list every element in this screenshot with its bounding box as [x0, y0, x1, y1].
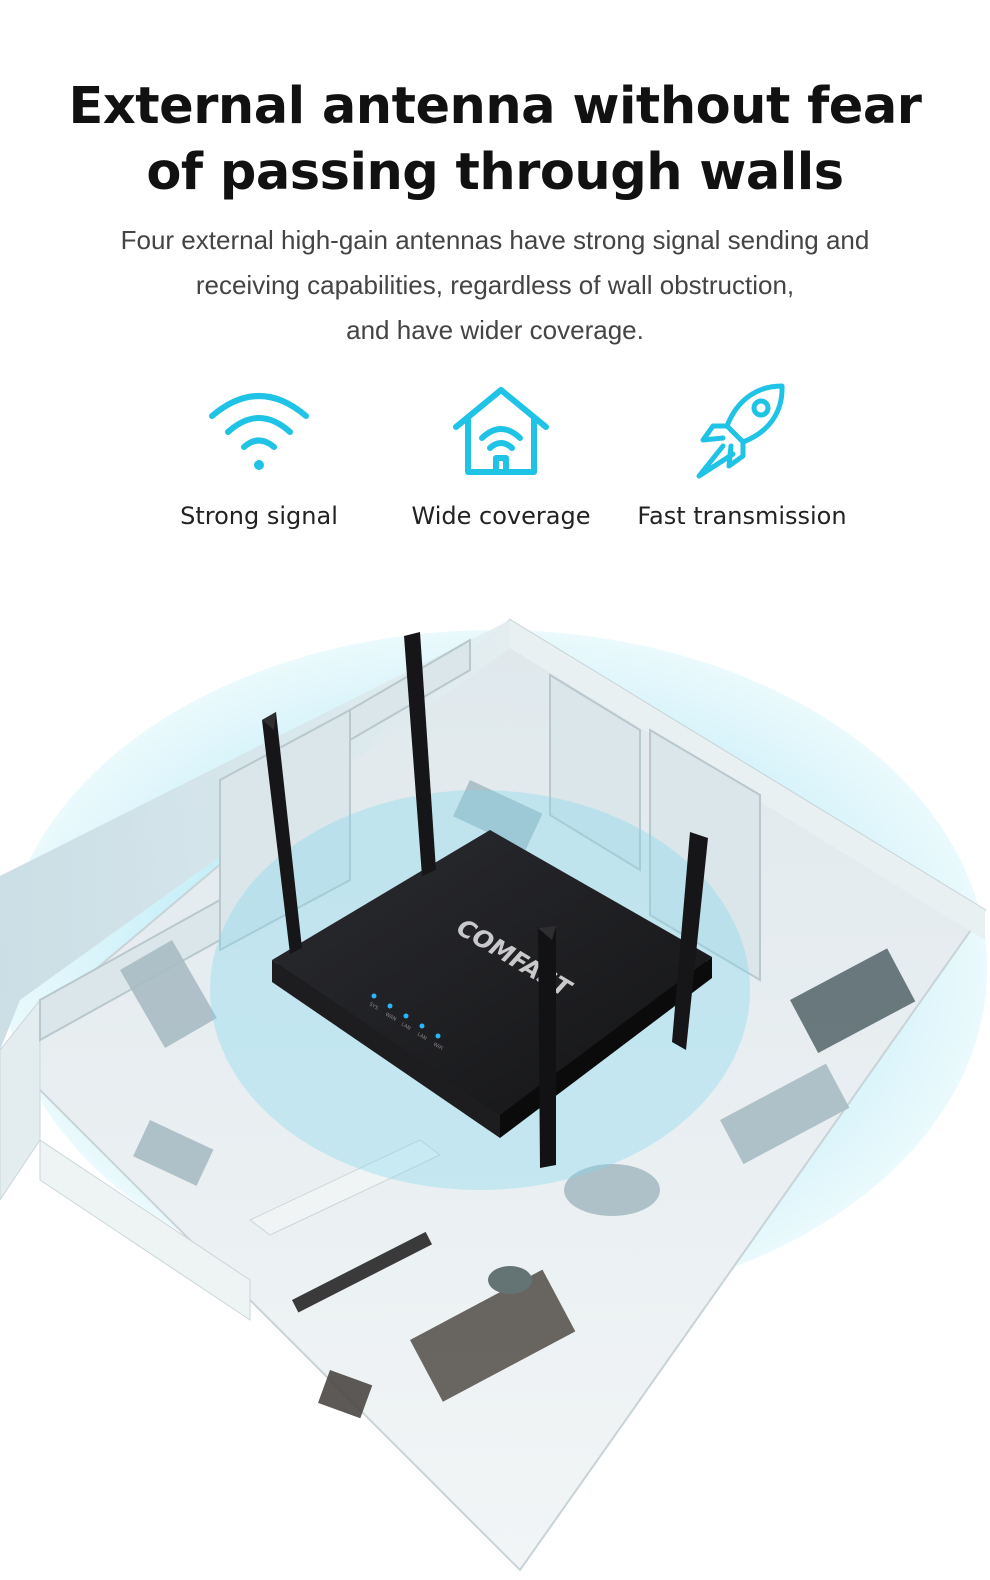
- led-label: LAN: [416, 1032, 428, 1042]
- router-coverage-illustration: COMFAST SYS WAN LAN LAN WiFi: [0, 618, 987, 1572]
- tv-panel: [292, 1231, 433, 1313]
- led-label: WiFi: [432, 1042, 444, 1052]
- wall-left: [0, 620, 510, 1050]
- antenna-back-left: [262, 712, 302, 954]
- led-label: WAN: [384, 1012, 397, 1023]
- headline-line-1: External antenna without fear: [68, 77, 922, 136]
- feature-label: Strong signal: [180, 502, 338, 530]
- house-wifi-icon: [453, 387, 549, 475]
- antennas: [262, 632, 708, 1168]
- description-line-2: receiving capabilities, regardless of wa…: [195, 270, 795, 300]
- feature-label: Wide coverage: [411, 502, 591, 530]
- furniture: [120, 780, 916, 1419]
- feature-strong-signal: Strong signal: [139, 382, 379, 530]
- feature-fast-transmission: Fast transmission: [622, 382, 862, 530]
- rocket-icon: [696, 383, 785, 479]
- feature-label: Fast transmission: [637, 502, 847, 530]
- antenna-back-center: [404, 632, 436, 876]
- headline: External antenna without fear of passing…: [0, 74, 990, 206]
- led-label: LAN: [400, 1022, 412, 1032]
- led-labels: SYS WAN LAN LAN WiFi: [368, 1002, 444, 1052]
- feature-wide-coverage: Wide coverage: [381, 382, 621, 530]
- description-line-3: and have wider coverage.: [346, 315, 644, 345]
- wall-tv: [249, 1139, 441, 1236]
- router-leds: [371, 993, 441, 1039]
- description: Four external high-gain antennas have st…: [0, 218, 990, 353]
- wall-right-top: [510, 620, 985, 940]
- description-line-1: Four external high-gain antennas have st…: [120, 225, 870, 255]
- led-label: SYS: [368, 1002, 379, 1012]
- headline-line-2: of passing through walls: [146, 143, 844, 202]
- wifi-icon: [209, 393, 309, 470]
- feature-row: Strong signal Wide coverage Fast transmi: [0, 382, 990, 552]
- antenna-right: [672, 832, 708, 1050]
- wall-front-a: [39, 1139, 251, 1321]
- antenna-front: [538, 926, 556, 1168]
